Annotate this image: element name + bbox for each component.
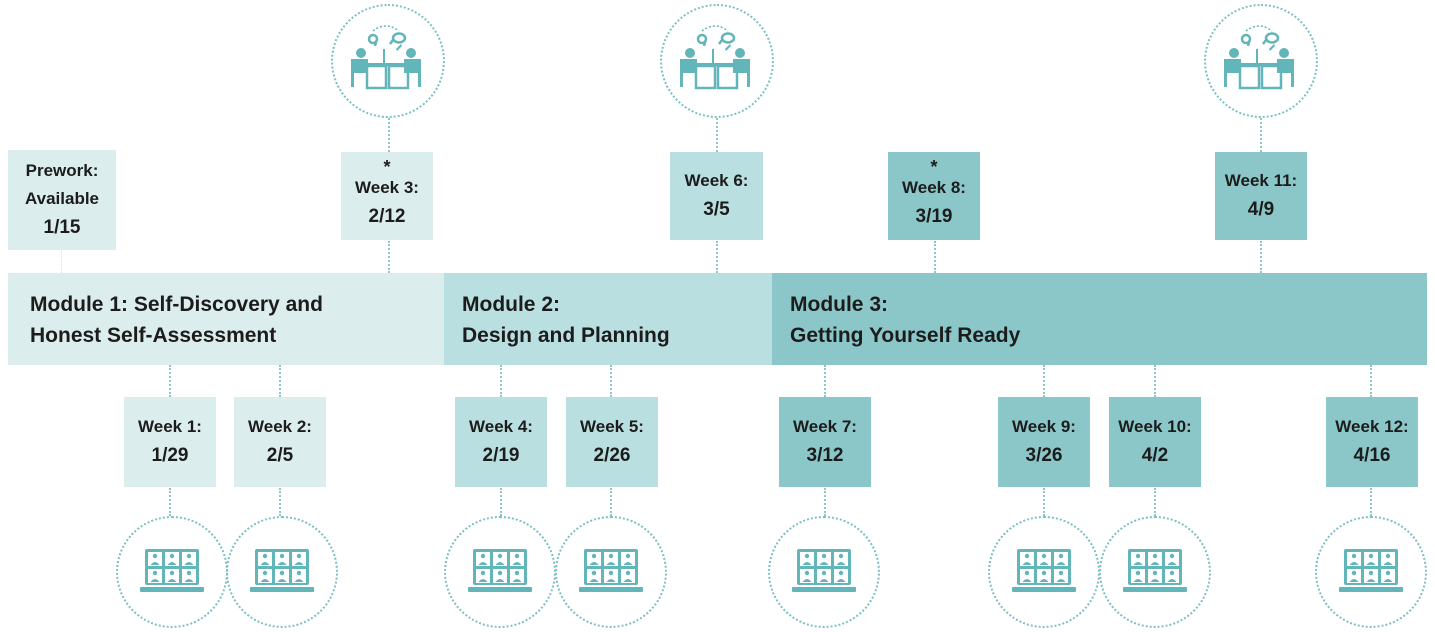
virtual-circle-week-7 (768, 516, 880, 628)
week-label: Week 5: (580, 417, 644, 436)
connector (1260, 118, 1262, 152)
week-label: Week 9: (1012, 417, 1076, 436)
connector (1154, 488, 1156, 516)
connector (1260, 241, 1262, 273)
week-date: 4/16 (1353, 445, 1391, 466)
module-2-title: Module 2: (462, 293, 560, 316)
connector (388, 241, 390, 273)
connector (716, 241, 718, 273)
connector (388, 118, 390, 152)
week-date: 2/26 (593, 445, 631, 466)
connector (610, 488, 612, 516)
virtual-circle-week-2 (226, 516, 338, 628)
week-label: Week 1: (138, 417, 202, 436)
week-label: Week 12: (1335, 417, 1409, 436)
virtual-circle-week-5 (555, 516, 667, 628)
in-person-meeting-icon (678, 24, 752, 90)
virtual-circle-week-10 (1099, 516, 1211, 628)
week-date: 2/19 (482, 445, 520, 466)
week-date: 3/19 (915, 205, 953, 227)
virtual-circle-week-1 (116, 516, 228, 628)
connector (1370, 488, 1372, 516)
week-label: Week 3: (355, 177, 419, 197)
connector (169, 365, 171, 397)
virtual-meeting-icon (468, 549, 532, 592)
in-person-meeting-icon (1222, 24, 1296, 90)
week-box-bottom: Week 4: 2/19 (455, 397, 547, 487)
connector (279, 488, 281, 516)
week-date: 4/2 (1141, 445, 1169, 466)
prework-title: Prework: (25, 161, 99, 180)
prework-subtitle: Available (24, 189, 100, 208)
connector (610, 365, 612, 397)
week-date: 3/12 (806, 445, 844, 466)
virtual-meeting-icon (792, 549, 856, 592)
week-date: 3/5 (703, 199, 730, 220)
connector (1154, 365, 1156, 397)
connector (1370, 365, 1372, 397)
week-box-bottom: Week 2: 2/5 (234, 397, 326, 487)
module-3-subtitle: Getting Yourself Ready (790, 324, 1021, 347)
week-date: 2/5 (266, 445, 294, 466)
connector (279, 365, 281, 397)
virtual-meeting-icon (250, 549, 314, 592)
week-date: 2/12 (368, 205, 406, 227)
in-person-circle-week-11 (1204, 4, 1318, 118)
week-box-bottom: Week 9: 3/26 (998, 397, 1090, 487)
week-box-top: Week 11: 4/9 (1215, 152, 1307, 240)
virtual-circle-week-9 (988, 516, 1100, 628)
module-1-title: Module 1: Self-Discovery and (30, 293, 323, 316)
week-label: Week 10: (1118, 417, 1192, 436)
week-box-bottom: Week 5: 2/26 (566, 397, 658, 487)
virtual-meeting-icon (1123, 549, 1187, 592)
virtual-meeting-icon (1012, 549, 1076, 592)
prework-date: 1/15 (43, 217, 81, 238)
connector (1043, 488, 1045, 516)
week-label: Week 8: (902, 177, 966, 197)
prework-box: Prework: Available 1/15 (8, 150, 116, 250)
week-date: 1/29 (151, 445, 189, 466)
connector (169, 488, 171, 516)
week-label: Week 4: (469, 417, 533, 436)
week-label: Week 7: (793, 417, 857, 436)
prework-connector (61, 251, 62, 273)
virtual-meeting-icon (140, 549, 204, 592)
virtual-meeting-icon (579, 549, 643, 592)
week-date: 4/9 (1247, 199, 1275, 220)
connector (500, 365, 502, 397)
virtual-circle-week-4 (444, 516, 556, 628)
module-3-title: Module 3: (790, 293, 888, 316)
module-2-subtitle: Design and Planning (462, 324, 670, 347)
module-2-bar: Module 2: Design and Planning (444, 273, 772, 365)
connector (500, 488, 502, 516)
live-session-star: * (383, 156, 391, 177)
in-person-circle-week-6 (660, 4, 774, 118)
week-label: Week 11: (1224, 171, 1298, 190)
week-box-bottom: Week 12: 4/16 (1326, 397, 1418, 487)
module-3-bar: Module 3: Getting Yourself Ready (772, 273, 1427, 365)
in-person-meeting-icon (349, 24, 423, 90)
week-box-bottom: Week 1: 1/29 (124, 397, 216, 487)
in-person-circle-week-3 (331, 4, 445, 118)
connector (824, 365, 826, 397)
virtual-circle-week-12 (1315, 516, 1427, 628)
virtual-meeting-icon (1339, 549, 1403, 592)
connector (934, 241, 936, 273)
week-box-bottom: Week 7: 3/12 (779, 397, 871, 487)
week-box-top: * Week 3: 2/12 (341, 152, 433, 240)
week-box-top: Week 6: 3/5 (670, 152, 763, 240)
week-box-bottom: Week 10: 4/2 (1109, 397, 1201, 487)
week-label: Week 6: (684, 171, 749, 190)
module-1-subtitle: Honest Self-Assessment (30, 324, 277, 347)
connector (1043, 365, 1045, 397)
live-session-star: * (930, 156, 938, 177)
module-1-bar: Module 1: Self-Discovery and Honest Self… (8, 273, 444, 365)
connector (824, 488, 826, 516)
week-box-top: * Week 8: 3/19 (888, 152, 980, 240)
connector (716, 118, 718, 152)
week-label: Week 2: (248, 417, 312, 436)
week-date: 3/26 (1025, 445, 1063, 466)
